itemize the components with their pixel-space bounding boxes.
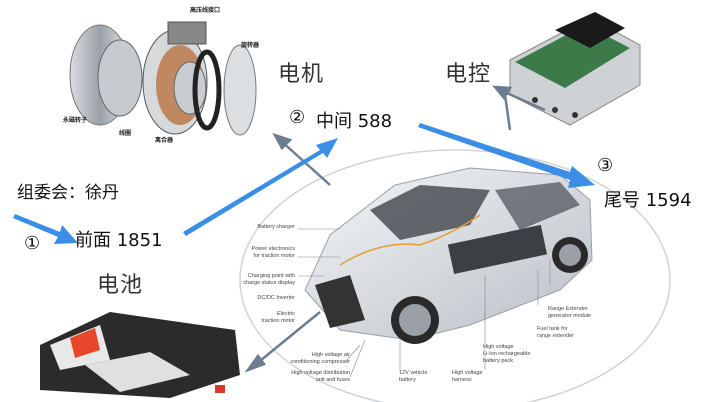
step2-marker: ② (289, 107, 306, 128)
battery-label: 电池 (97, 273, 144, 298)
motor-part-top: 高压线接口 (190, 7, 221, 14)
callout-li-ion-pack: High voltage Li-Ion rechargeable battery… (483, 344, 531, 364)
arrow-step2 (183, 138, 338, 236)
motor-part-right: 旋转器 (241, 42, 260, 49)
motor-part-bottom: 离合器 (155, 137, 174, 144)
step1-text: 前面 1851 (75, 230, 163, 251)
callout-ac-compressor: High voltage air conditioning compressor (290, 352, 350, 365)
callout-lines (298, 228, 551, 378)
callout-dcdc-inverter: DC/DC Inverter (257, 295, 295, 301)
callout-battery-charger: Battery charger (257, 224, 295, 230)
arrow-step1 (13, 214, 78, 244)
controller-image (509, 12, 641, 126)
step3-text: 尾号 1594 (604, 190, 692, 211)
callout-distribution-unit: High voltage distribution unit and fuses (291, 370, 350, 383)
electric-car-image (304, 167, 593, 344)
motor-part-left: 永磁转子 (63, 117, 88, 124)
callout-range-extender: Range Extender generator module (548, 306, 592, 319)
motor-exploded-image (69, 21, 257, 136)
step3-marker: ③ (597, 155, 614, 176)
committee-text: 组委会：徐丹 (17, 183, 119, 203)
callout-fuel-tank: Fuel tank for range extender (537, 326, 574, 339)
battery-pack-image (40, 312, 240, 398)
controller-label: 电控 (445, 62, 492, 87)
callout-hv-harness: High voltage harness (452, 370, 483, 383)
car-ellipse (239, 149, 671, 402)
step1-marker: ① (24, 233, 41, 254)
callout-traction-motor: Electric traction motor (261, 311, 295, 324)
blue-arrows (13, 123, 595, 244)
callout-12v-battery: 12V vehicle battery (399, 370, 428, 383)
motor-label: 电机 (278, 62, 325, 87)
motor-part-mid: 线圈 (119, 130, 132, 137)
callout-power-electronics: Power electronics for traction motor (251, 246, 295, 259)
callout-charging-point: Charging point with charge status displa… (243, 273, 295, 286)
arrow-step3 (418, 123, 595, 188)
step2-text: 中间 588 (316, 111, 393, 132)
